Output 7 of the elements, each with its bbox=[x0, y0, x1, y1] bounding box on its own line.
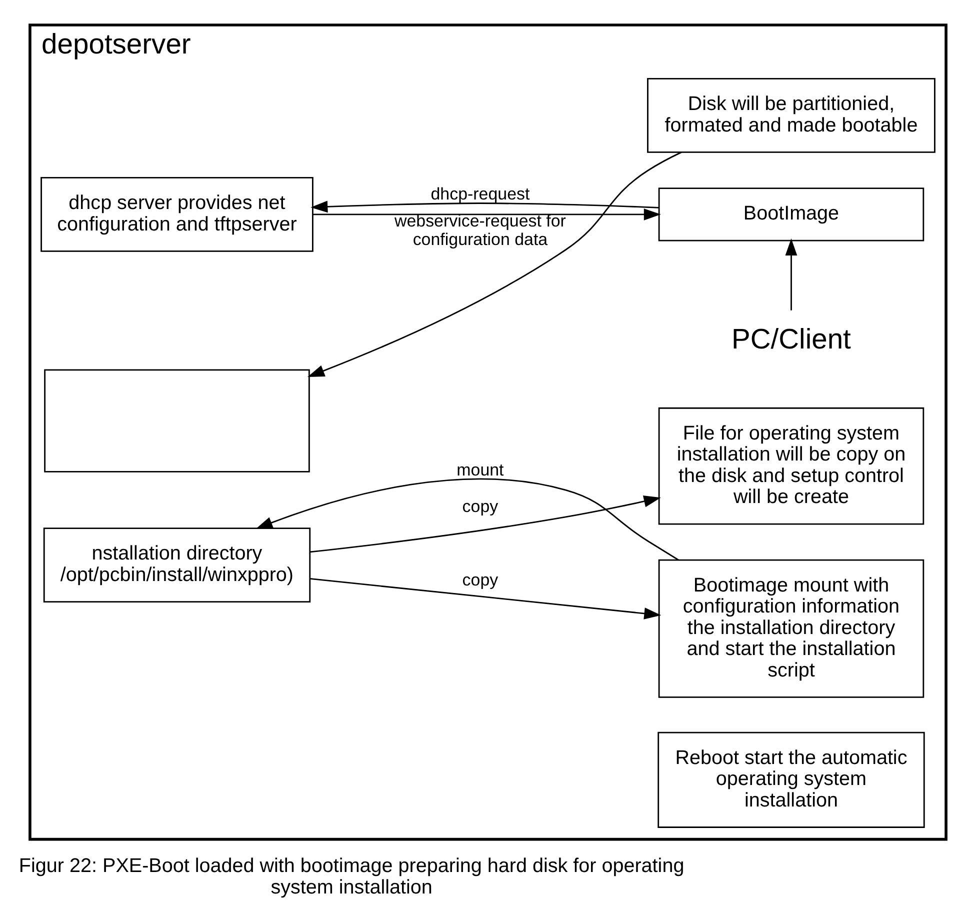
edge-label: dhcp-request bbox=[430, 184, 530, 204]
edge-label: webservice-request for configuration data bbox=[394, 212, 566, 249]
edge-label: copy bbox=[462, 570, 498, 590]
caption: Figur 22: PXE-Boot loaded with bootimage preparing hard disk for operating system installation bbox=[18, 855, 684, 898]
node-text: PC/Client bbox=[732, 322, 851, 355]
edge-label: mount bbox=[456, 460, 504, 480]
edge-label: copy bbox=[462, 497, 498, 516]
